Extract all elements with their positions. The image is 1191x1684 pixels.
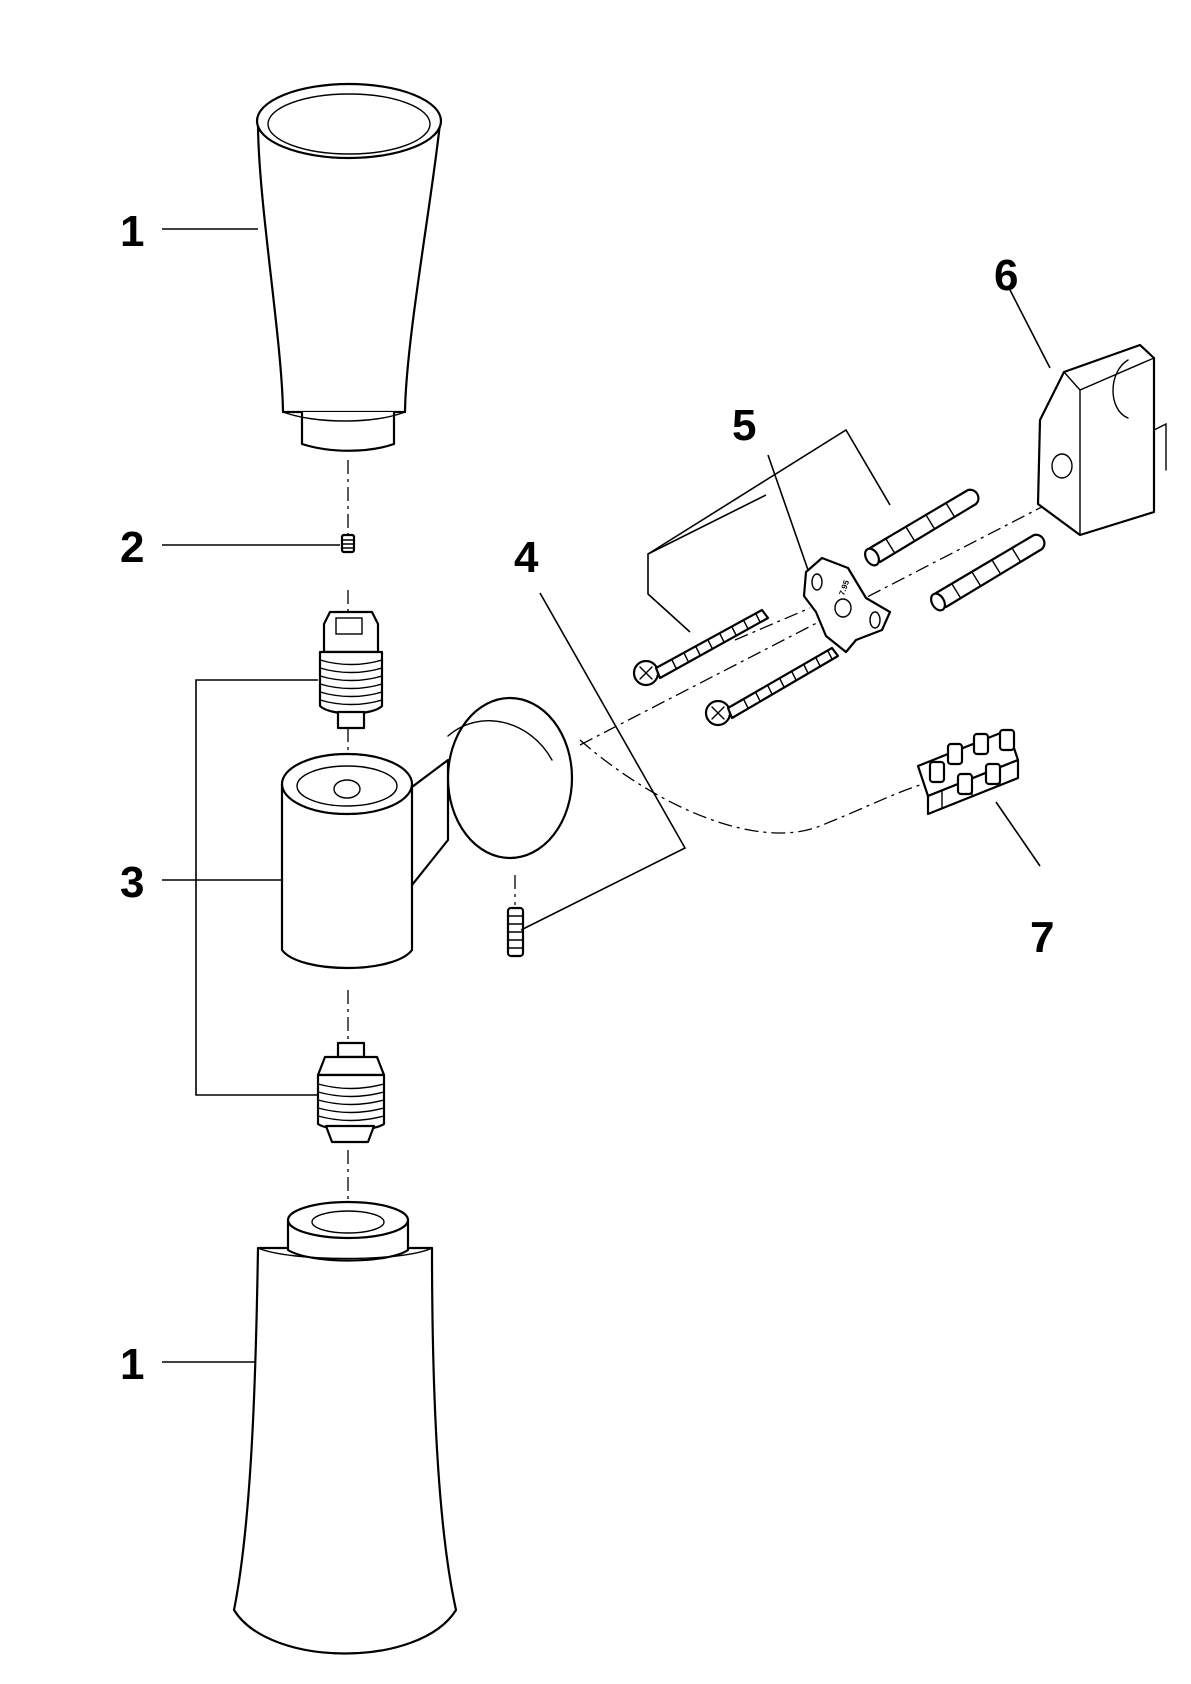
wall-arm-icon — [280, 696, 574, 969]
terminal-block-icon — [916, 728, 1020, 816]
assembly-axes — [347, 460, 1066, 1200]
top-shade-icon — [255, 82, 443, 452]
part-number-2: 2 — [120, 523, 144, 572]
lamp-socket-icon — [316, 1041, 386, 1144]
part-number-1-top: 1 — [120, 207, 144, 256]
set-screw-icon — [506, 906, 525, 958]
wood-screw-icon — [632, 608, 770, 687]
part-number-5: 5 — [732, 401, 756, 450]
part-number-4: 4 — [514, 533, 539, 582]
part-number-1-bottom: 1 — [120, 1340, 144, 1389]
grub-screw-icon — [340, 533, 356, 554]
part-number-6: 6 — [994, 251, 1018, 300]
part-number-7: 7 — [1030, 913, 1054, 962]
wood-screw-icon — [704, 646, 840, 727]
mounting-plate-icon: 7.95 — [802, 556, 892, 654]
wall-bracket-icon — [1036, 343, 1167, 537]
part-number-3: 3 — [120, 858, 144, 907]
bottom-shade-icon — [232, 1200, 458, 1655]
wall-plug-icon — [864, 488, 980, 567]
wall-plug-icon — [930, 533, 1046, 612]
leader-lines — [162, 228, 1051, 1363]
lamp-socket-icon — [318, 610, 384, 730]
